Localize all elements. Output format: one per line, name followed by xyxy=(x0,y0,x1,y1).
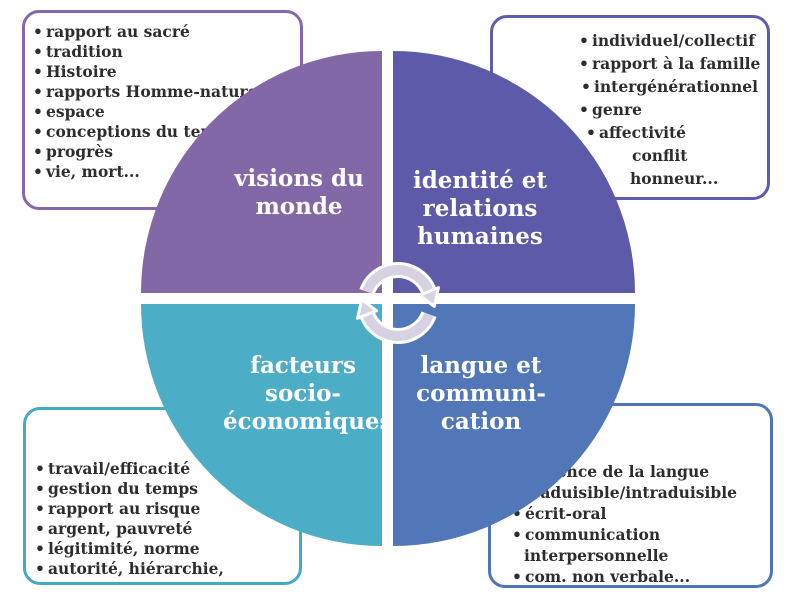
label-line: visions du xyxy=(234,165,364,192)
bullet-icon: • xyxy=(581,77,591,96)
identity-topic-item: •intergénérationnel xyxy=(581,75,763,98)
identity-topic-item-text: individuel/collectif xyxy=(592,31,755,50)
worldview-topic-item-text: espace xyxy=(46,102,105,121)
bullet-icon: • xyxy=(35,479,45,498)
bullet-icon: • xyxy=(33,162,43,181)
language-topic-item-text: com. non verbale... xyxy=(525,567,691,586)
label-line: identité et xyxy=(412,167,548,194)
language-topic-item-text: communication xyxy=(525,525,661,544)
bullet-icon: • xyxy=(35,499,45,518)
worldview-topic-item-text: tradition xyxy=(46,42,123,61)
bullet-icon: • xyxy=(512,525,522,544)
language-topic-item: •écrit-oral xyxy=(512,503,766,524)
worldview-topic-item: •Histoire xyxy=(33,62,294,82)
bullet-icon: • xyxy=(579,54,589,73)
language-topic-item: •communication xyxy=(512,524,766,545)
worldview-topic-item: •rapports Homme-nature xyxy=(33,82,294,102)
bullet-icon: • xyxy=(579,31,589,50)
worldview-topic-item: •espace xyxy=(33,102,294,122)
socioeconomic-topic-item-text: rapport au risque xyxy=(48,499,201,518)
socioeconomic-topic-item: •travail/efficacité xyxy=(35,459,293,479)
bullet-icon: • xyxy=(33,142,43,161)
language-topic-item: interpersonnelle xyxy=(524,545,766,566)
label-line: monde xyxy=(255,193,343,220)
worldview-topic-item-text: Histoire xyxy=(46,62,117,81)
bullet-icon: • xyxy=(33,82,43,101)
language-topic-item-text: traduisible/intraduisible xyxy=(525,483,737,502)
socioeconomic-topic-item-text: argent, pauvreté xyxy=(48,519,193,538)
bullet-icon: • xyxy=(33,122,43,141)
language-topic-item-text: écrit-oral xyxy=(525,504,607,523)
bullet-icon: • xyxy=(35,559,45,578)
identity-topic-item-text: affectivité xyxy=(599,123,687,142)
label-line: communi- xyxy=(416,380,546,407)
worldview-topic-item-text: vie, mort... xyxy=(46,162,140,181)
socioeconomic-topic-item-text: légitimité, norme xyxy=(48,539,200,558)
identity-topic-item: •affectivité xyxy=(586,121,763,144)
bullet-icon: • xyxy=(33,62,43,81)
socioeconomic-topic-item-text: gestion du temps xyxy=(48,479,198,498)
bullet-icon: • xyxy=(33,22,43,41)
label-line: économiques xyxy=(223,408,393,435)
language-topic-item: •com. non verbale... xyxy=(512,566,766,587)
identity-topic-item-text: conflit xyxy=(632,146,688,165)
language-topic-item-text: interpersonnelle xyxy=(524,546,669,565)
bullet-icon: • xyxy=(512,567,522,586)
worldview-topic-item-text: conceptions du temps xyxy=(46,122,237,141)
cycle-arrows-icon xyxy=(356,262,440,344)
identity-topic-item: •rapport à la famille xyxy=(579,52,763,75)
bullet-icon: • xyxy=(35,539,45,558)
bullet-icon: • xyxy=(33,42,43,61)
socioeconomic-topic-item: •gestion du temps xyxy=(35,479,293,499)
socioeconomic-topic-item-text: autorité, hiérarchie, xyxy=(48,559,224,578)
label-line: cation xyxy=(440,408,522,435)
identity-topic-item-text: intergénérationnel xyxy=(594,77,759,96)
bullet-icon: • xyxy=(33,102,43,121)
label-line: socio- xyxy=(265,380,341,407)
socioeconomic-topic-item: •autorité, hiérarchie, xyxy=(35,559,293,579)
worldview-topic-item: •progrès xyxy=(33,142,294,162)
bullet-icon: • xyxy=(579,100,589,119)
worldview-topic-item-text: progrès xyxy=(46,142,113,161)
identity-topic-item-text: rapport à la famille xyxy=(592,54,761,73)
worldview-topic-item: •rapport au sacré xyxy=(33,22,294,42)
label-line: facteurs xyxy=(250,352,356,379)
label-line: langue et xyxy=(420,352,542,379)
socioeconomic-topic-item: •argent, pauvreté xyxy=(35,519,293,539)
identity-topic-item-text: honneur... xyxy=(630,169,719,188)
identity-topic-item: •individuel/collectif xyxy=(579,29,763,52)
socioeconomic-topic-item: •rapport au risque xyxy=(35,499,293,519)
worldview-topic-item: •vie, mort... xyxy=(33,162,294,182)
identity-topic-item-text: genre xyxy=(592,100,642,119)
worldview-topic-item-text: rapports Homme-nature xyxy=(46,82,258,101)
bullet-icon: • xyxy=(586,123,596,142)
worldview-topic-item: •conceptions du temps xyxy=(33,122,294,142)
identity-topic-item: •genre xyxy=(579,98,763,121)
worldview-topic-item-text: rapport au sacré xyxy=(46,22,190,41)
label-line: relations xyxy=(422,195,538,222)
label-line: humaines xyxy=(417,223,543,250)
socioeconomic-topic-item: •légitimité, norme xyxy=(35,539,293,559)
identity-topic-item: honneur... xyxy=(630,167,763,190)
bullet-icon: • xyxy=(512,504,522,523)
bullet-icon: • xyxy=(35,519,45,538)
worldview-topic-item: •tradition xyxy=(33,42,294,62)
socioeconomic-topic-item-text: travail/efficacité xyxy=(48,459,191,478)
bullet-icon: • xyxy=(35,459,45,478)
